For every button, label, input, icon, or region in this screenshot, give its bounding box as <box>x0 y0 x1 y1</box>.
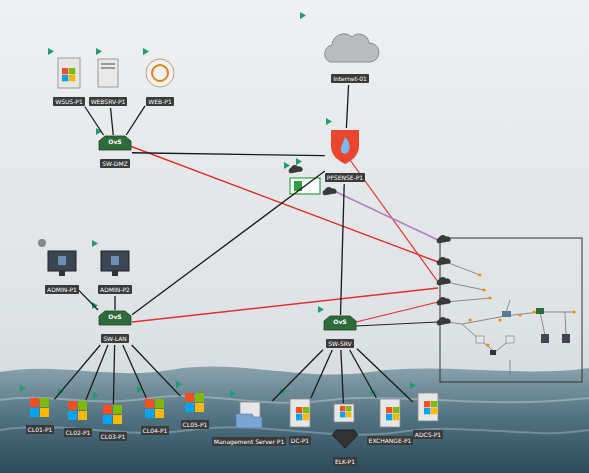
network-link <box>123 345 147 398</box>
icon-area <box>102 404 124 424</box>
device-label: CL05-P1 <box>181 420 210 429</box>
server-node: ADCS-P1 <box>413 392 443 441</box>
icon-area <box>67 400 89 420</box>
network-link <box>126 106 145 135</box>
icon-area <box>57 57 81 89</box>
icon-area <box>331 403 359 449</box>
icon-area <box>47 250 77 277</box>
network-link <box>346 85 348 128</box>
device-label: ELK-P1 <box>333 457 357 466</box>
icon-area <box>417 392 439 422</box>
workstation-node: ADMIN-P2 <box>98 250 132 296</box>
device-label: WSUS-P1 <box>53 97 85 106</box>
device-label: ADMIN-P2 <box>98 285 132 294</box>
cloud-node: Internet-01 <box>328 28 372 85</box>
server-node: Management Server P1 <box>212 401 286 448</box>
network-link <box>113 345 114 404</box>
icon-area <box>330 128 360 165</box>
network-link <box>272 350 323 401</box>
device-label: SW-LAN <box>101 334 129 343</box>
icon-area <box>145 57 175 89</box>
device-label: CL03-P1 <box>99 432 128 441</box>
icon-area <box>328 28 372 66</box>
server-node: WEBSRV-P1 <box>89 57 128 108</box>
device-label: SW-SRV <box>326 339 353 348</box>
device-label: WEBSRV-P1 <box>89 97 128 106</box>
network-link <box>114 296 115 310</box>
network-link <box>79 290 98 310</box>
device-label: Internet-01 <box>331 74 369 83</box>
server-node: DC-P1 <box>289 398 311 447</box>
device-label: CL04-P1 <box>141 426 170 435</box>
icon-area <box>100 250 130 277</box>
device-label: PFSENSE-P1 <box>325 173 365 182</box>
device-label: CL02-P1 <box>64 428 93 437</box>
network-link <box>86 345 108 400</box>
workstation-node: ADMIN-P1 <box>45 250 79 296</box>
network-link <box>311 350 332 398</box>
device-label: DC-P1 <box>289 436 311 445</box>
network-link <box>357 349 413 402</box>
client-node: CL05-P1 <box>181 392 210 431</box>
icon-area <box>29 397 51 417</box>
client-node: CL03-P1 <box>99 404 128 443</box>
switch-logo-text: OvS <box>108 313 121 320</box>
network-link <box>85 106 104 135</box>
switch-logo-text: OvS <box>333 318 346 325</box>
device-label: Management Server P1 <box>212 437 286 446</box>
network-link <box>350 350 377 398</box>
network-link <box>132 171 325 315</box>
network-link <box>132 153 325 156</box>
icon-area <box>379 398 401 428</box>
device-label: WEB-P1 <box>146 97 173 106</box>
device-label: ADCS-P1 <box>413 430 443 439</box>
network-link <box>340 184 344 315</box>
icon-area <box>144 398 166 418</box>
server-node: WEB-P1 <box>145 57 175 108</box>
server-node: EXCHANGE-P1 <box>367 398 414 447</box>
device-label: SW-DMZ <box>100 159 130 168</box>
switch-logo-text: OvS <box>108 138 121 145</box>
client-node: CL04-P1 <box>141 398 170 437</box>
icon-area <box>235 401 263 429</box>
network-link <box>111 108 114 135</box>
client-node: CL02-P1 <box>64 400 93 439</box>
device-label: ADMIN-P1 <box>45 285 79 294</box>
client-node: CL01-P1 <box>26 397 55 436</box>
icon-area <box>97 57 119 89</box>
network-link <box>341 350 344 403</box>
icon-area <box>289 398 311 428</box>
network-link <box>54 345 100 399</box>
icon-area <box>184 392 206 412</box>
firewall-node: PFSENSE-P1 <box>325 128 365 184</box>
network-link <box>132 345 181 396</box>
device-label: CL01-P1 <box>26 425 55 434</box>
device-label: EXCHANGE-P1 <box>367 436 414 445</box>
server-node: ELK-P1 <box>331 403 359 468</box>
server-node: WSUS-P1 <box>53 57 85 108</box>
